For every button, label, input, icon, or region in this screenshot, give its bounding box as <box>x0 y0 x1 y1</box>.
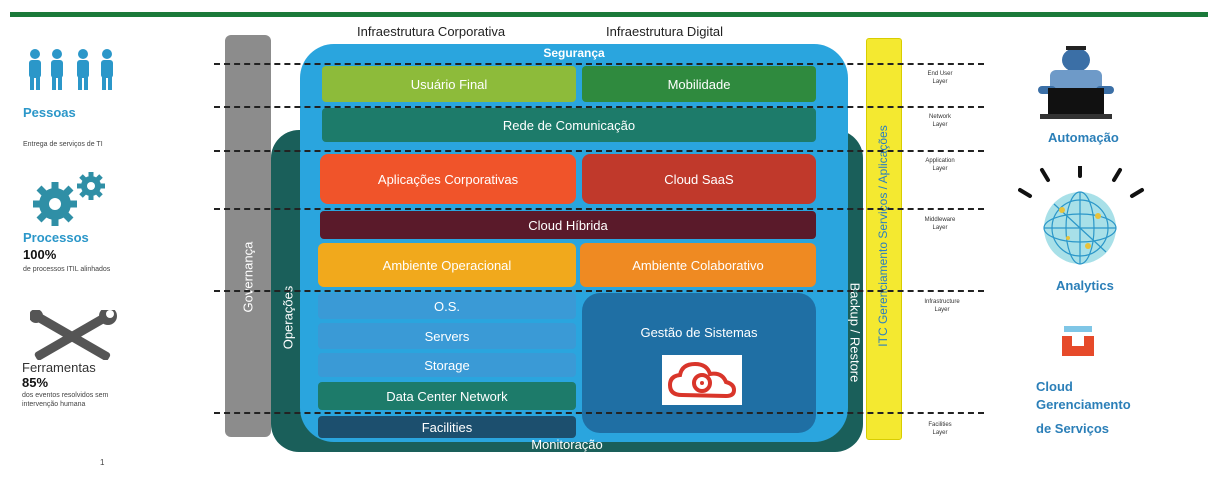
cloud-gerenciamento-label: Cloud Gerenciamento de Serviços <box>1036 379 1131 436</box>
gears-icon <box>33 172 105 226</box>
automacao-label: Automação <box>1048 130 1119 145</box>
storage-box: Storage <box>318 353 576 377</box>
ferramentas-sub-2: intervenção humana <box>22 401 86 408</box>
governanca-label: Governança <box>240 241 256 313</box>
tools-icon <box>30 310 117 360</box>
processos-sub: de processos ITIL alinhados <box>23 266 111 273</box>
governanca-bar: Governança <box>225 35 271 437</box>
aplicacoes-corporativas-box: Aplicações Corporativas <box>320 154 576 204</box>
usuario-final-box: Usuário Final <box>322 66 576 102</box>
itc-label: ITC Gerenciamento Serviços / Aplicações <box>876 125 890 347</box>
cloud-logo <box>662 355 742 405</box>
data-center-network-box: Data Center Network <box>318 382 576 410</box>
layer-line <box>214 412 984 414</box>
top-green-bar <box>10 12 1208 17</box>
gestao-sistemas-label: Gestão de Sistemas <box>640 325 758 340</box>
analytics-label: Analytics <box>1056 278 1114 293</box>
robot-laptop-icon <box>1038 46 1114 119</box>
layer-line <box>214 150 984 152</box>
facilities-box: Facilities <box>318 416 576 438</box>
cloud-mgmt-icon <box>1062 326 1094 356</box>
layer-line <box>214 208 984 210</box>
cloud-hibrida-box: Cloud Híbrida <box>320 211 816 239</box>
pessoas-sub: Entrega de serviços de TI <box>23 141 103 148</box>
layer-line <box>214 106 984 108</box>
servers-box: Servers <box>318 323 576 349</box>
layer-line <box>214 290 984 292</box>
ferramentas-sub-1: dos eventos resolvidos sem <box>22 392 109 399</box>
ambiente-operacional-box: Ambiente Operacional <box>318 243 576 287</box>
analytics-globe-icon <box>1018 166 1144 265</box>
layer-line <box>214 63 984 65</box>
os-box: O.S. <box>318 293 576 319</box>
rede-comunicacao-box: Rede de Comunicação <box>322 108 816 142</box>
gestao-sistemas-box: Gestão de Sistemas <box>582 293 816 433</box>
processos-label: Processos <box>23 230 89 245</box>
itc-bar: ITC Gerenciamento Serviços / Aplicações <box>866 38 902 440</box>
header-corporativa: Infraestrutura Corporativa <box>357 24 506 39</box>
page-number: 1 <box>100 458 105 467</box>
pessoas-label: Pessoas <box>23 105 76 120</box>
ambiente-colaborativo-box: Ambiente Colaborativo <box>580 243 816 287</box>
monitoracao-label: Monitoração <box>531 437 603 452</box>
mobilidade-box: Mobilidade <box>582 66 816 102</box>
processos-value: 100% <box>23 247 57 262</box>
ferramentas-value: 85% <box>22 375 49 390</box>
ferramentas-label: Ferramentas <box>22 360 96 375</box>
cloud-saas-box: Cloud SaaS <box>582 154 816 204</box>
people-icon <box>29 49 113 90</box>
seguranca-label: Segurança <box>543 46 605 60</box>
cloud-icon <box>667 361 737 399</box>
header-digital: Infraestrutura Digital <box>606 24 724 39</box>
